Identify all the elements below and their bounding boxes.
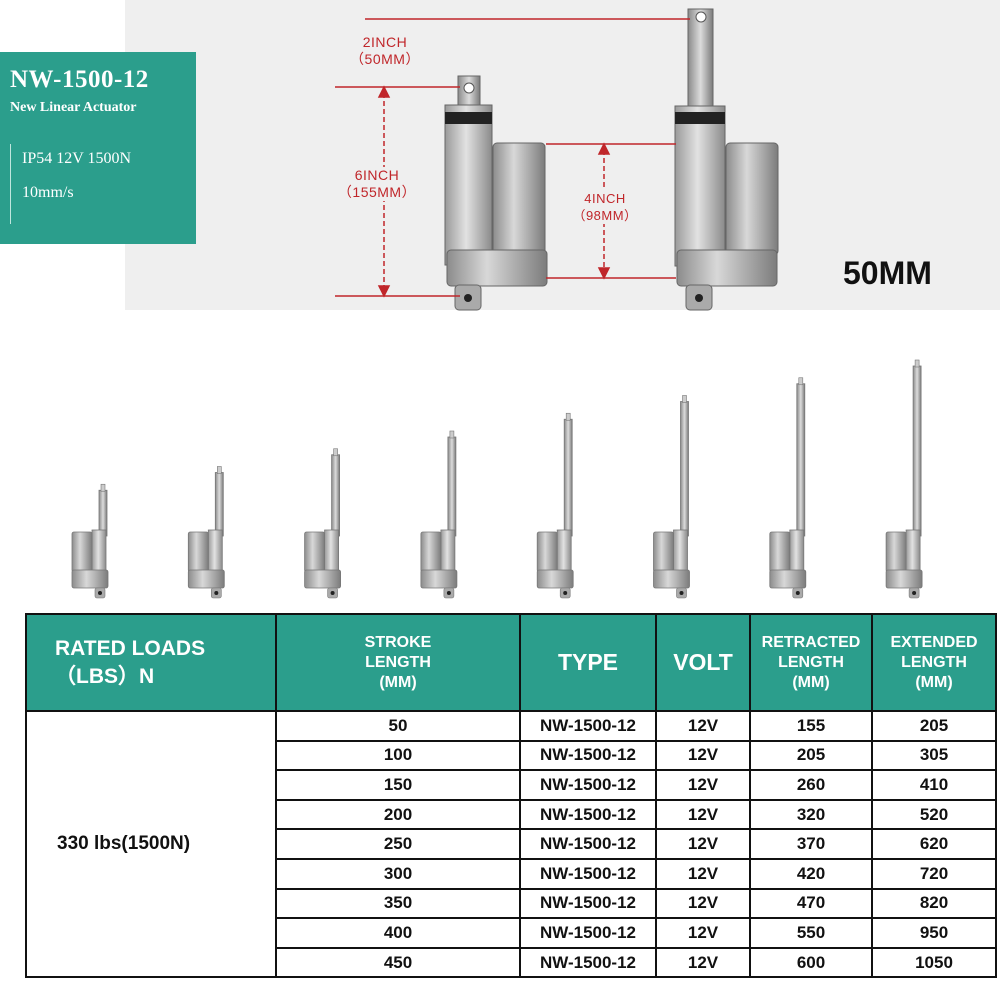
type-cell: NW-1500-12 (519, 769, 657, 801)
gallery-actuator (187, 466, 225, 599)
volt-cell: 12V (655, 739, 751, 772)
extended-cell: 820 (871, 887, 997, 920)
extended-cell: 950 (871, 917, 997, 949)
header-rated-loads: RATED LOADS （LBS）N (25, 613, 277, 712)
type-cell: NW-1500-12 (519, 739, 657, 772)
header-volt: VOLT (655, 613, 751, 712)
gallery-actuator (769, 377, 807, 599)
volt-cell: 12V (655, 887, 751, 920)
stroke-cell: 400 (275, 917, 521, 949)
type-cell: NW-1500-12 (519, 887, 657, 920)
gallery-actuator (653, 395, 690, 599)
retracted-dimension-label: 6INCH （155MM） (322, 167, 432, 201)
spec-table: RATED LOADS （LBS）N STROKE LENGTH (MM) TY… (25, 613, 997, 979)
hero-background (125, 0, 1000, 310)
retracted-cell: 420 (749, 857, 873, 890)
volt-cell: 12V (655, 946, 751, 979)
stroke-cell: 100 (275, 739, 521, 772)
spec-line-speed: 10mm/s (22, 184, 74, 201)
retracted-cell: 320 (749, 798, 873, 831)
stroke-length-badge: 50MM (843, 255, 932, 291)
retracted-cell: 205 (749, 739, 873, 772)
actuator-retracted (444, 75, 548, 311)
gallery-actuator (885, 359, 923, 599)
type-cell: NW-1500-12 (519, 828, 657, 860)
table-row: 200 NW-1500-12 12V 320 520 (26, 798, 997, 831)
retracted-cell: 370 (749, 828, 873, 860)
gallery-actuator (536, 412, 574, 599)
gallery-actuator (71, 483, 109, 599)
volt-cell: 12V (655, 798, 751, 831)
table-row: 400 NW-1500-12 12V 550 950 (26, 917, 997, 949)
retracted-cell: 155 (749, 710, 873, 742)
table-row: 150 NW-1500-12 12V 260 410 (26, 769, 997, 801)
extended-cell: 410 (871, 769, 997, 801)
retracted-cell: 470 (749, 887, 873, 920)
stroke-cell: 200 (275, 798, 521, 831)
actuator-dimension-diagram (71, 8, 923, 599)
product-model-title: NW-1500-12 (10, 66, 149, 93)
stroke-cell: 50 (275, 710, 521, 742)
actuator-gallery (71, 359, 923, 599)
extended-cell: 205 (871, 710, 997, 742)
rated-load-cell: 330 lbs(1500N) (25, 709, 277, 979)
volt-cell: 12V (655, 917, 751, 949)
stroke-cell: 150 (275, 769, 521, 801)
spec-line-ratings: IP54 12V 1500N (22, 150, 132, 167)
table-row: 100 NW-1500-12 12V 205 305 (26, 739, 997, 772)
extended-cell: 1050 (871, 946, 997, 979)
extended-cell: 520 (871, 798, 997, 831)
stroke-cell: 350 (275, 887, 521, 920)
body-dimension-label: 4INCH （98MM） (560, 190, 650, 224)
stroke-dimension-label: 2INCH （50MM） (350, 34, 420, 67)
extended-cell: 305 (871, 739, 997, 772)
type-cell: NW-1500-12 (519, 857, 657, 890)
gallery-actuator (420, 430, 458, 599)
header-type: TYPE (519, 613, 657, 712)
type-cell: NW-1500-12 (519, 710, 657, 742)
extended-cell: 620 (871, 828, 997, 860)
stroke-cell: 450 (275, 946, 521, 979)
volt-cell: 12V (655, 828, 751, 860)
header-extended-length: EXTENDED LENGTH (MM) (871, 613, 997, 712)
actuator-extended (674, 8, 779, 311)
product-info-panel: NW-1500-12 New Linear Actuator IP54 12V … (0, 52, 196, 244)
type-cell: NW-1500-12 (519, 798, 657, 831)
header-retracted-length: RETRACTED LENGTH (MM) (749, 613, 873, 712)
volt-cell: 12V (655, 769, 751, 801)
stroke-cell: 300 (275, 857, 521, 890)
retracted-cell: 550 (749, 917, 873, 949)
volt-cell: 12V (655, 857, 751, 890)
table-row: 300 NW-1500-12 12V 420 720 (26, 857, 997, 890)
extended-cell: 720 (871, 857, 997, 890)
table-row: 450 NW-1500-12 12V 600 1050 (26, 946, 997, 979)
product-subtitle: New Linear Actuator (10, 100, 137, 115)
type-cell: NW-1500-12 (519, 946, 657, 979)
header-stroke-length: STROKE LENGTH (MM) (275, 613, 521, 712)
table-header-row: RATED LOADS （LBS）N STROKE LENGTH (MM) TY… (25, 613, 997, 712)
table-row: 350 NW-1500-12 12V 470 820 (26, 887, 997, 920)
table-row: 330 lbs(1500N) 50 NW-1500-12 12V 155 205 (25, 709, 997, 979)
stroke-cell: 250 (275, 828, 521, 860)
retracted-cell: 260 (749, 769, 873, 801)
volt-cell: 12V (655, 710, 751, 742)
table-row: 250 NW-1500-12 12V 370 620 (26, 828, 997, 860)
type-cell: NW-1500-12 (519, 917, 657, 949)
gallery-actuator (304, 448, 342, 599)
retracted-cell: 600 (749, 946, 873, 979)
info-divider (10, 144, 11, 224)
